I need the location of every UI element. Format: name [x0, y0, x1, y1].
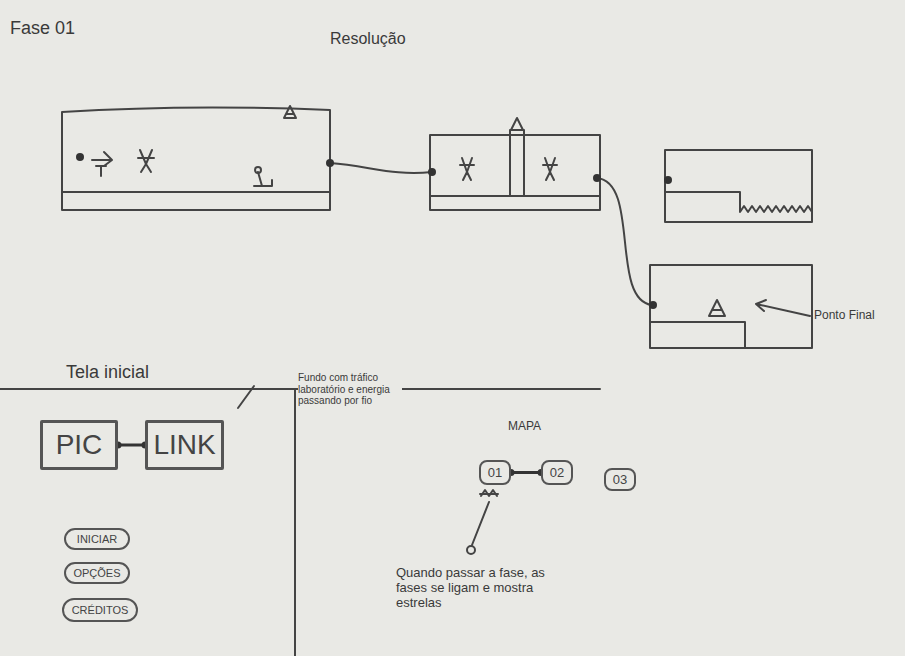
- section-divider: [294, 389, 296, 656]
- floor-line: [650, 322, 745, 348]
- connector-dot: [326, 159, 334, 167]
- wire: [330, 163, 432, 173]
- note-text: Quando passar a fase, as fases se ligam …: [396, 566, 564, 611]
- title-box: LINK: [145, 420, 224, 470]
- figure-symbol: [460, 158, 474, 180]
- floor-line: [62, 191, 330, 193]
- leader-line: [472, 502, 489, 545]
- title-box: PIC: [40, 420, 118, 470]
- lever-symbol: [254, 172, 272, 186]
- divider-wall: [510, 130, 524, 196]
- lever-knob: [255, 167, 261, 173]
- node-text: 03: [613, 472, 627, 487]
- triangle-symbol: [284, 106, 296, 118]
- node-text: 01: [488, 465, 502, 480]
- phase-title: Fase 01: [10, 18, 75, 39]
- figure-symbol: [543, 158, 557, 180]
- note-text: Fundo com tráfico laboratório e energia …: [298, 372, 402, 407]
- node-text: CRÉDITOS: [72, 604, 129, 616]
- menu-button: INICIAR: [64, 528, 130, 550]
- callout-label: Ponto Final: [814, 309, 875, 323]
- map-level-node: 03: [604, 468, 636, 491]
- connector-dot: [664, 176, 672, 184]
- connector-dot: [649, 301, 657, 309]
- figure-symbol: [138, 150, 154, 172]
- menu-button: CRÉDITOS: [62, 598, 138, 622]
- leader-line: [238, 386, 254, 408]
- connector-dot: [593, 174, 601, 182]
- stars-mark: [480, 490, 498, 496]
- level-panel: [62, 107, 330, 210]
- node-text: OPÇÕES: [73, 567, 120, 579]
- spike-floor: [665, 192, 812, 212]
- menu-button: OPÇÕES: [64, 562, 130, 584]
- level-panel: [650, 265, 812, 348]
- node-text: LINK: [153, 429, 215, 461]
- leader-arrow: [756, 300, 810, 316]
- wire: [597, 178, 652, 305]
- connector-dot: [76, 153, 84, 161]
- map-level-node: 01: [479, 460, 511, 485]
- plug-symbol: [92, 152, 112, 176]
- map-level-node: 02: [541, 460, 573, 485]
- level-panel: [430, 135, 600, 210]
- connector: [118, 444, 145, 447]
- connector-dot: [428, 168, 436, 176]
- section-heading: Tela inicial: [66, 362, 149, 383]
- goal-symbol: [709, 300, 725, 316]
- section-heading: MAPA: [508, 420, 541, 434]
- node-text: 02: [550, 465, 564, 480]
- node-text: PIC: [56, 429, 103, 461]
- connector: [511, 471, 541, 474]
- section-heading: Resolução: [330, 30, 406, 48]
- leader-dot: [467, 546, 475, 554]
- level-panel: [665, 150, 812, 222]
- node-text: INICIAR: [77, 533, 117, 545]
- triangle-symbol: [511, 118, 523, 130]
